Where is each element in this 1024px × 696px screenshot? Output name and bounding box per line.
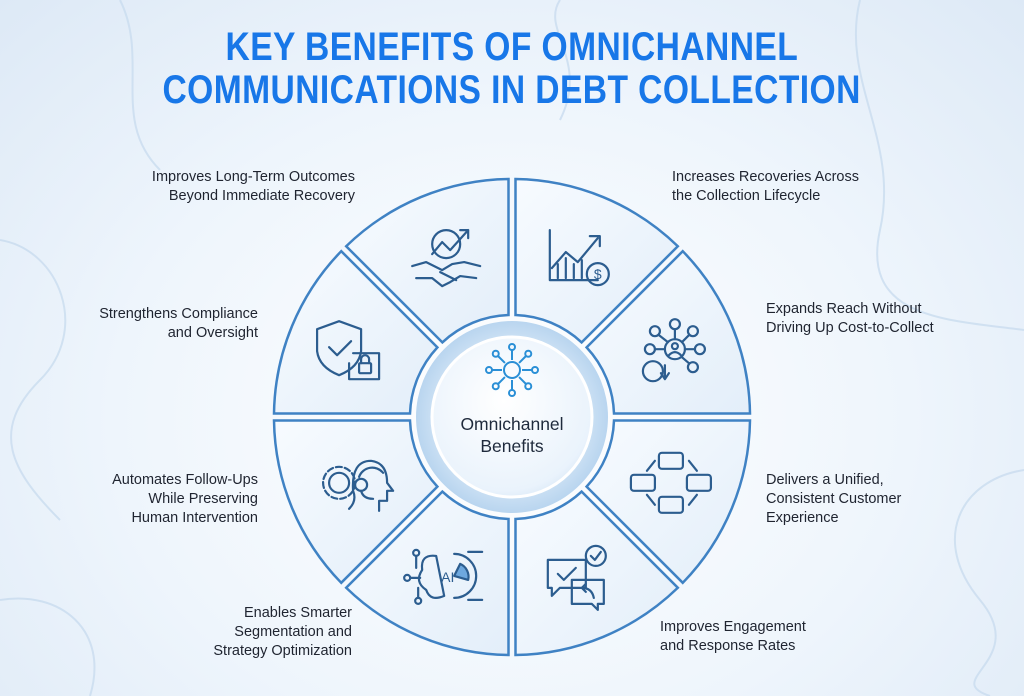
center-label: Omnichannel Benefits xyxy=(432,413,592,457)
growth-chart-dollar-icon: $ xyxy=(548,228,610,287)
center-circle xyxy=(430,335,594,499)
benefit-segment xyxy=(514,177,680,345)
benefit-segment xyxy=(272,419,440,585)
hub-node xyxy=(508,389,516,397)
benefit-segment xyxy=(272,249,440,415)
hub-node xyxy=(531,366,539,374)
gear-headset-icon xyxy=(321,459,395,512)
svg-text:$: $ xyxy=(594,266,602,282)
center-label-line-2: Benefits xyxy=(480,436,544,456)
label-line: While Preserving xyxy=(148,491,258,507)
benefit-segment xyxy=(584,249,752,415)
hub-node xyxy=(524,382,533,391)
label-line: Consistent Customer xyxy=(766,491,902,507)
benefit-segment xyxy=(344,177,510,345)
benefit-segment xyxy=(344,489,510,657)
label-line: Expands Reach Without xyxy=(766,301,922,317)
label-line: Beyond Immediate Recovery xyxy=(168,188,355,204)
label-line: Delivers a Unified, xyxy=(766,472,884,488)
label-line: Improves Engagement xyxy=(660,619,806,635)
svg-text:AI: AI xyxy=(441,569,454,585)
title-line-1: KEY BENEFITS OF OMNICHANNEL xyxy=(225,25,799,69)
label-line: and Response Rates xyxy=(660,638,796,654)
benefit-segment xyxy=(584,419,752,585)
benefit-label-reach: Expands Reach Without Driving Up Cost-to… xyxy=(766,300,934,338)
label-line: the Collection Lifecycle xyxy=(672,188,821,204)
chat-cycle-icon xyxy=(629,451,713,514)
hub-spoke xyxy=(518,355,527,364)
label-line: Driving Up Cost-to-Collect xyxy=(766,320,934,336)
hub-spoke xyxy=(497,355,506,364)
network-hub-icon xyxy=(485,343,539,397)
benefit-label-long-term: Improves Long-Term Outcomes Beyond Immed… xyxy=(152,168,355,206)
handshake-growth-icon xyxy=(411,228,482,288)
label-line: Improves Long-Term Outcomes xyxy=(151,169,355,185)
label-line: Experience xyxy=(766,510,839,526)
label-line: Strategy Optimization xyxy=(213,643,352,659)
title-line-2: COMMUNICATIONS IN DEBT COLLECTION xyxy=(162,68,862,112)
hub-spoke xyxy=(518,376,527,385)
center-label-line-1: Omnichannel xyxy=(460,414,564,434)
label-line: Increases Recoveries Across xyxy=(672,169,859,185)
ai-brain-chart-icon: AI xyxy=(403,548,484,606)
label-line: Segmentation and xyxy=(234,624,352,640)
label-line: Enables Smarter xyxy=(244,605,352,621)
benefit-segment xyxy=(514,489,680,657)
user-network-cost-icon xyxy=(641,318,707,383)
chat-check-reply-icon xyxy=(546,544,607,612)
benefit-label-recoveries: Increases Recoveries Across the Collecti… xyxy=(672,168,859,206)
hub-node xyxy=(485,366,493,374)
benefit-label-unified-experience: Delivers a Unified, Consistent Customer … xyxy=(766,471,901,528)
shield-lock-document-icon xyxy=(315,320,381,381)
hub-node xyxy=(508,343,516,351)
label-line: and Oversight xyxy=(167,325,258,341)
benefit-label-automation: Automates Follow-Ups While Preserving Hu… xyxy=(112,471,258,528)
hub-node xyxy=(524,349,533,358)
hub-node xyxy=(491,349,500,358)
benefit-label-engagement: Improves Engagement and Response Rates xyxy=(660,618,806,656)
label-line: Human Intervention xyxy=(131,510,258,526)
label-line: Strengthens Compliance xyxy=(99,306,258,322)
benefit-label-segmentation: Enables Smarter Segmentation and Strateg… xyxy=(213,604,352,661)
hub-node xyxy=(491,382,500,391)
hub-spoke xyxy=(497,376,506,385)
benefit-label-compliance: Strengthens Compliance and Oversight xyxy=(99,305,258,343)
label-line: Automates Follow-Ups xyxy=(112,472,258,488)
page-title: KEY BENEFITS OF OMNICHANNEL COMMUNICATIO… xyxy=(0,26,1024,112)
